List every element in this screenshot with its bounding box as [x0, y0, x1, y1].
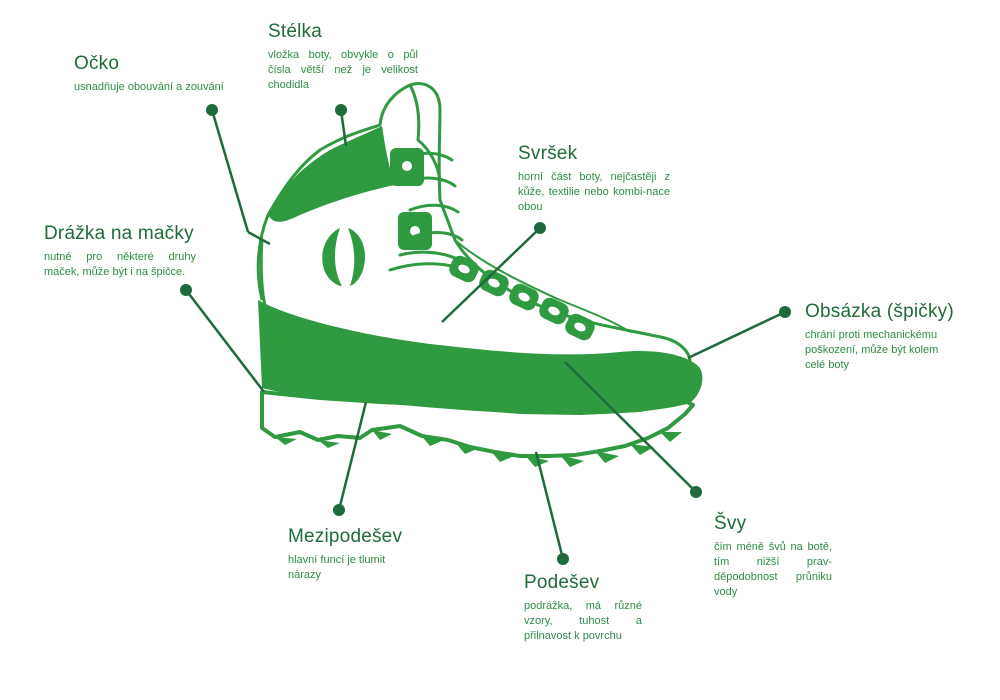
callout-description: horní část boty, nejčastěji z kůže, text… — [518, 171, 670, 213]
leader-obsazka — [687, 306, 791, 360]
callout-description: usnadňuje obouvání a zouvání — [74, 81, 224, 93]
leader-svrsek — [441, 222, 546, 323]
midsole-band — [258, 300, 703, 415]
boot-illustration — [256, 82, 703, 467]
callout-description: čím méně švů na botě, tím nižší prav-děp… — [714, 541, 832, 598]
leader-ocko — [206, 104, 271, 246]
callout-title: Svršek — [518, 143, 578, 164]
callout-title: Obsázka (špičky) — [805, 301, 954, 322]
callout-ocko: Očko usnadňuje obouvání a zouvání — [74, 52, 264, 95]
eyelets-lower — [449, 255, 595, 341]
collar-padding — [268, 126, 395, 222]
callout-description: vložka boty, obvykle o půl čísla větší n… — [268, 49, 418, 91]
leader-podesev — [534, 451, 569, 565]
callout-description: chrání proti mechanickému poškození, můž… — [805, 329, 939, 371]
heel-strip — [259, 239, 268, 311]
callout-title: Drážka na mačky — [44, 223, 194, 244]
callout-title: Mezipodešev — [288, 526, 403, 547]
callout-mezipodesev: Mezipodešev hlavní funcí je tlumit náraz… — [288, 525, 418, 583]
callout-title: Podešev — [524, 572, 600, 593]
leader-drazka — [180, 284, 265, 393]
logo-mark — [322, 228, 366, 286]
leader-stelka — [335, 104, 348, 147]
callout-title: Stélka — [268, 21, 323, 42]
callout-title: Očko — [74, 53, 120, 74]
tongue-outline — [408, 84, 442, 181]
leader-mezipodesev — [333, 401, 368, 516]
callout-description: podrážka, má různé vzory, tuhost a přiln… — [524, 600, 642, 642]
callout-svrsek: Svršek horní část boty, nejčastěji z kůž… — [518, 142, 670, 215]
eyelet-holes-upper — [402, 161, 420, 236]
callout-title: Švy — [714, 513, 747, 534]
callout-stelka: Stélka vložka boty, obvykle o půl čísla … — [268, 20, 418, 93]
callout-description: nutné pro některé druhy maček, může být … — [44, 251, 196, 278]
vamp-seam — [454, 239, 631, 333]
callout-obsazka: Obsázka (špičky) chrání proti mechanické… — [805, 300, 957, 373]
leader-svy — [564, 361, 702, 498]
outsole-lugs — [275, 430, 682, 467]
callout-description: hlavní funcí je tlumit nárazy — [288, 554, 386, 581]
callout-drazka: Drážka na mačky nutné pro některé druhy … — [44, 222, 196, 280]
laces — [388, 151, 464, 272]
callout-svy: Švy čím méně švů na botě, tím nižší prav… — [714, 512, 832, 600]
callout-podesev: Podešev podrážka, má různé vzory, tuhost… — [524, 571, 642, 644]
upper-outline — [256, 82, 692, 363]
leader-lines — [180, 104, 791, 565]
